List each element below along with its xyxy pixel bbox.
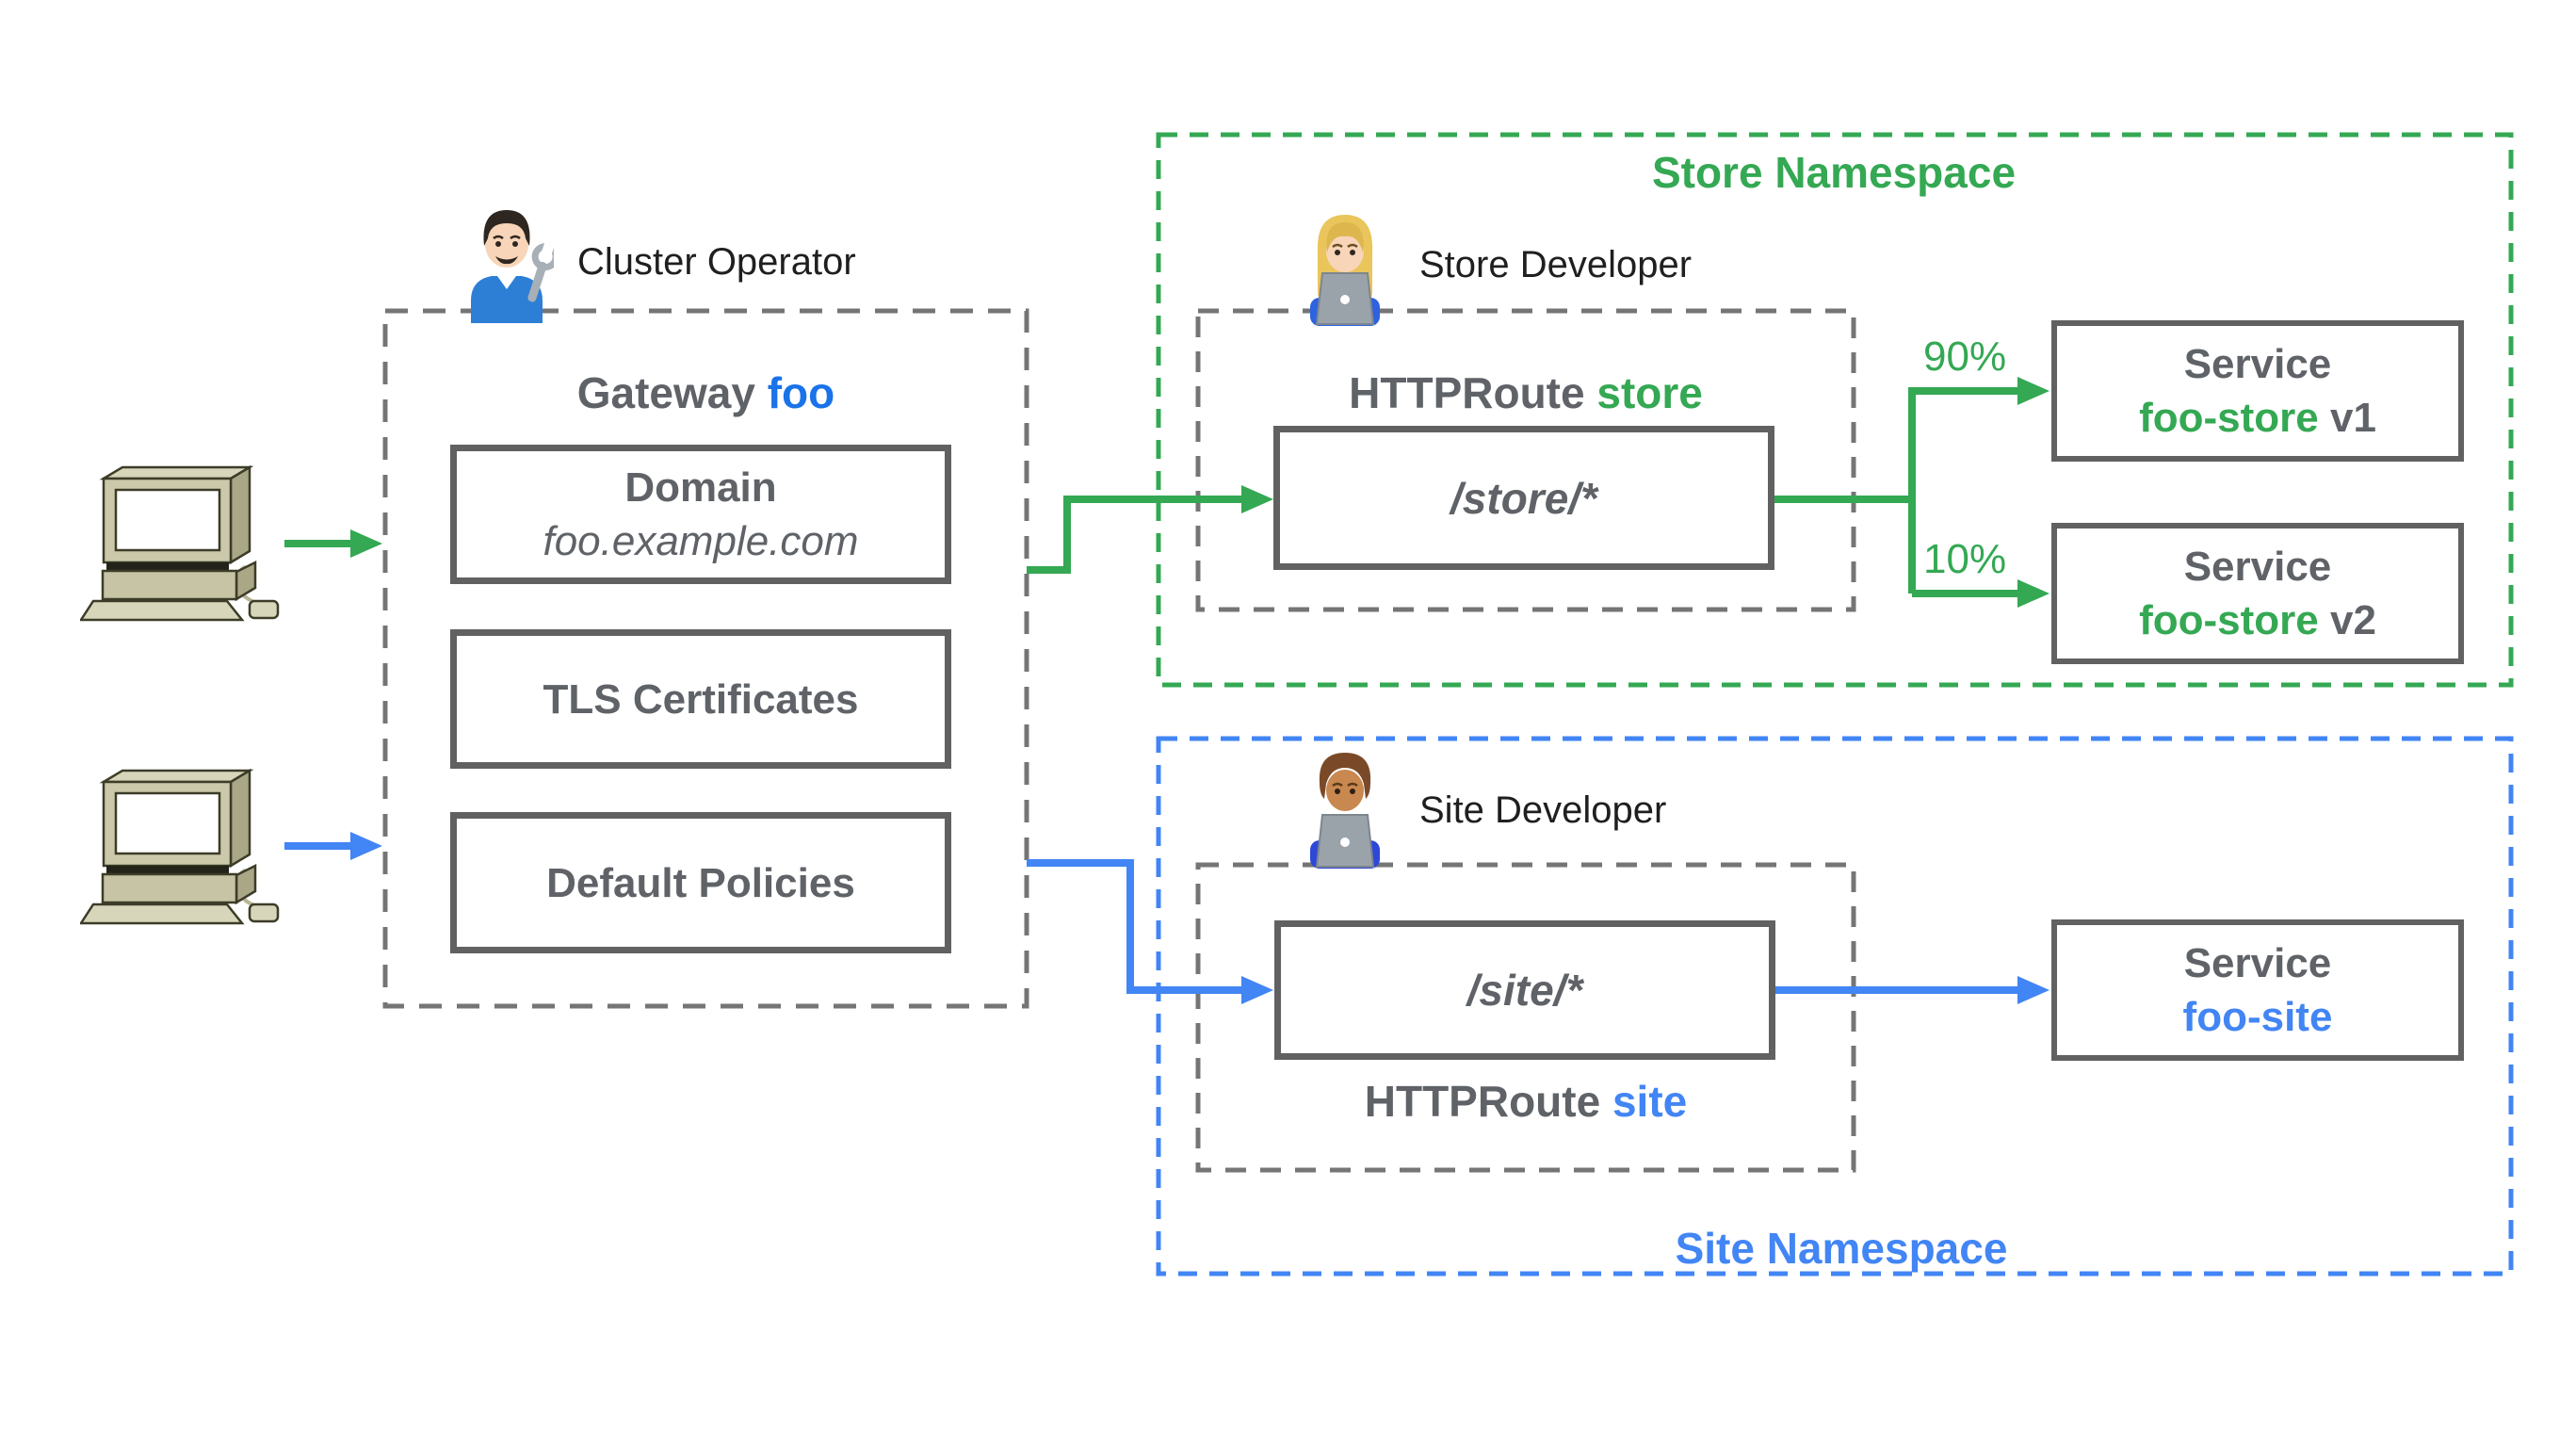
gateway-to-store-route-line [1027,496,1243,574]
httproute-site-prefix: HTTPRoute [1364,1077,1601,1126]
desktop-computer-icon [80,464,280,622]
store-namespace-dashed-box [1156,132,2514,688]
store-split-upper-line [1908,387,2019,594]
site-route-out-arrowhead [2017,976,2049,1004]
gateway-to-store-route-arrowhead [1241,485,1273,513]
desktop-computer-icon [80,768,280,925]
store-namespace-label: Store Namespace [1651,148,2017,197]
service-name: foo-store [2139,597,2319,643]
service-version: v2 [2329,597,2376,643]
gateway-domain-card: Domain foo.example.com [450,445,951,584]
gateway-dashed-box [382,308,1029,1009]
service-name: foo-store [2139,395,2319,441]
service-foo-site-box: Service foo-site [2051,919,2464,1061]
policies-card-label: Default Policies [546,859,855,906]
gateway-to-site-route-arrowhead [1241,976,1273,1004]
gateway-title-name: foo [767,368,835,417]
store-split-90-label: 90% [1923,333,2007,380]
tls-card-label: TLS Certificates [543,675,859,723]
service-title: Service [2183,544,2332,590]
man-technologist-emoji [1310,753,1380,869]
httproute-store-dashed-box [1195,308,1856,612]
site-path-value: /site/* [1466,966,1583,1015]
httproute-store-title: HTTPRoute store [1198,367,1854,418]
site-namespace-dashed-box [1156,736,2514,1277]
service-foo-store-v2-box: Service foo-store v2 [2051,523,2464,664]
client2-to-gateway-arrowhead [350,832,382,860]
gateway-title-prefix: Gateway [576,368,755,417]
store-split-lower-arrowhead [2017,579,2049,608]
store-path-value: /store/* [1450,473,1597,523]
store-split-upper-arrowhead [2017,377,2049,405]
woman-technologist-emoji [1310,215,1380,326]
service-version: v1 [2329,395,2376,441]
gateway-to-site-route-line [1027,859,1243,994]
httproute-store-prefix: HTTPRoute [1349,368,1585,417]
site-namespace-label: Site Namespace [1675,1224,2008,1273]
gateway-title: Gateway foo [385,367,1027,418]
store-split-10-label: 10% [1923,536,2007,582]
store-developer-label: Store Developer [1419,244,1693,285]
cluster-operator-label: Cluster Operator [577,241,856,283]
site-developer-label: Site Developer [1419,789,1667,831]
service-title: Service [2183,341,2332,387]
service-name: foo-site [2182,994,2333,1040]
service-title: Service [2183,940,2332,986]
domain-card-title: Domain [624,464,777,511]
gateway-policies-card: Default Policies [450,812,951,953]
httproute-site-dashed-box [1195,862,1856,1173]
man-mechanic-emoji [471,210,554,323]
gateway-tls-card: TLS Certificates [450,629,951,769]
site-path-box: /site/* [1274,920,1775,1060]
store-path-box: /store/* [1273,426,1774,570]
service-foo-store-v1-box: Service foo-store v1 [2051,320,2464,462]
httproute-site-title: HTTPRoute site [1198,1076,1854,1127]
httproute-store-name: store [1596,368,1703,417]
client1-to-gateway-arrowhead [350,529,382,558]
domain-card-value: foo.example.com [543,518,859,564]
httproute-site-name: site [1612,1077,1688,1126]
